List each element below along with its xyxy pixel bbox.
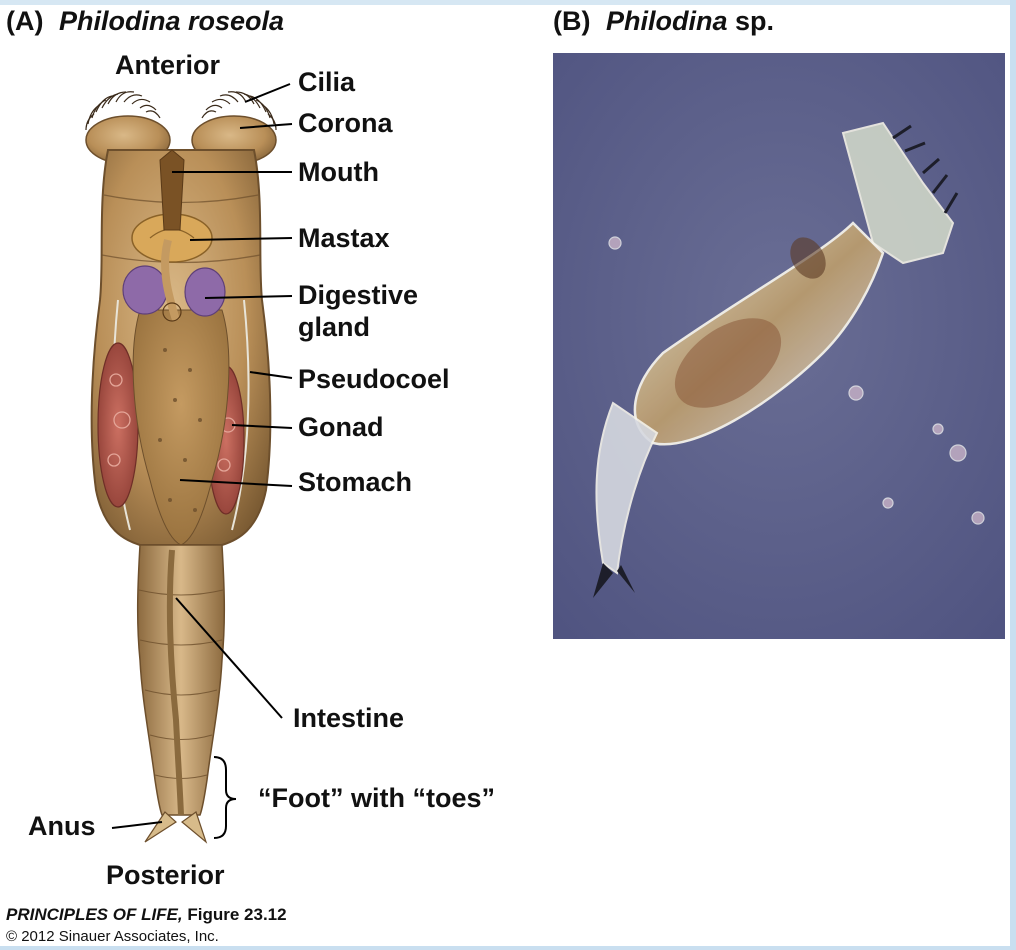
label-mastax: Mastax [298, 223, 390, 253]
gonad-left [97, 342, 139, 508]
panel-b-heading: (B) Philodina sp. [553, 6, 774, 37]
rotifer-diagram [85, 83, 293, 844]
label-cilia: Cilia [298, 67, 356, 97]
digestive-gland-right [184, 267, 226, 317]
label-stomach: Stomach [298, 467, 413, 497]
toe-right [181, 811, 208, 844]
frame-edge-right [1010, 0, 1016, 950]
frame-edge-top [0, 0, 1016, 5]
rotifer-foot [136, 544, 226, 816]
label-foot-with-toes: “Foot” with “toes” [258, 783, 495, 813]
label-gonad: Gonad [298, 412, 384, 442]
toe-left [144, 811, 177, 843]
credit-title: PRINCIPLES OF LIFE, Figure 23.12 [6, 905, 287, 925]
micrograph-rotifer [553, 53, 1005, 639]
panel-a-letter: (A) [6, 6, 44, 36]
label-digestive-gland-line2: gland [298, 312, 370, 342]
label-mouth: Mouth [298, 157, 379, 187]
credit-book: PRINCIPLES OF LIFE, [6, 905, 183, 924]
label-digestive-gland: Digestive gland [298, 279, 418, 343]
label-pseudocoel: Pseudocoel [298, 364, 450, 394]
label-corona: Corona [298, 108, 393, 138]
label-intestine: Intestine [293, 703, 405, 733]
label-digestive-gland-line1: Digestive [298, 280, 419, 310]
panel-b-suffix: sp. [735, 6, 775, 36]
micrograph-photo [553, 53, 1005, 639]
label-anterior: Anterior [115, 50, 221, 80]
panel-b-genus: Philodina [606, 6, 728, 36]
leader-lines [111, 83, 293, 839]
label-anus: Anus [28, 811, 96, 841]
mouth-shape [159, 149, 185, 231]
frame-edge-bottom [0, 946, 1016, 950]
credit-copyright: © 2012 Sinauer Associates, Inc. [6, 928, 219, 945]
panel-a-species: Philodina roseola [59, 6, 285, 36]
digestive-gland-left [122, 265, 168, 315]
panel-b-letter: (B) [553, 6, 591, 36]
cilia-left [85, 91, 161, 131]
panel-a-heading: (A) Philodina roseola [6, 6, 284, 37]
credit-figure: Figure 23.12 [187, 905, 287, 924]
label-posterior: Posterior [106, 860, 225, 890]
